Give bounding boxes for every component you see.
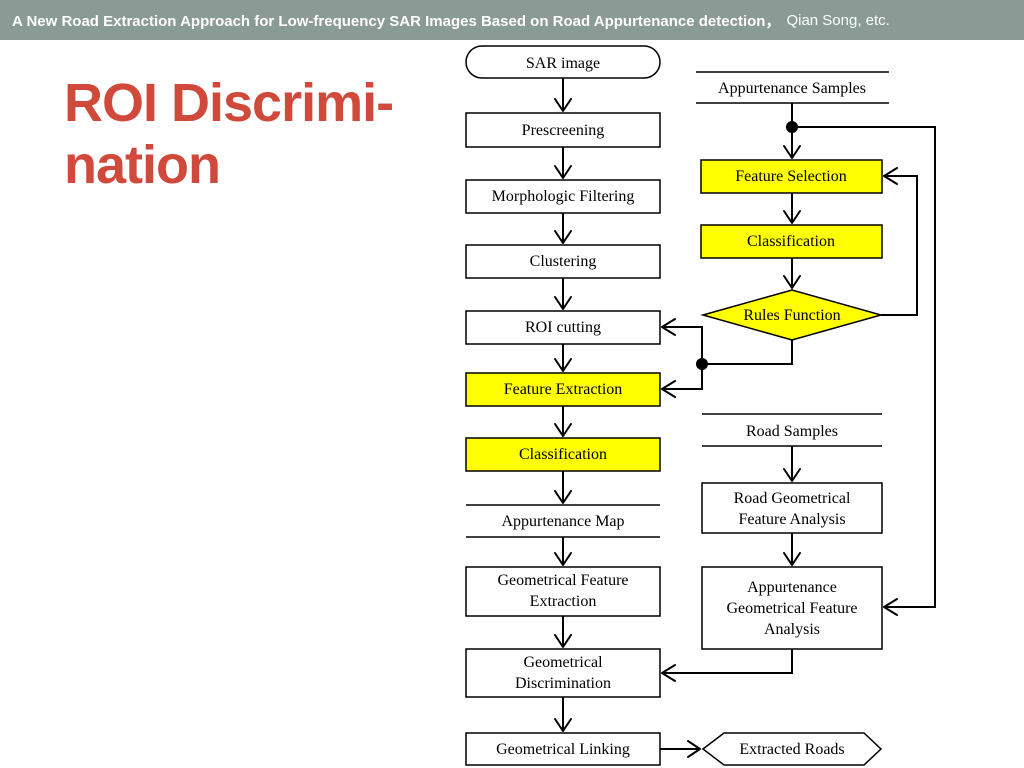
svg-text:Analysis: Analysis — [764, 621, 820, 638]
svg-text:Geometrical Feature: Geometrical Feature — [497, 572, 628, 589]
node-prescreening: Prescreening — [465, 112, 661, 148]
arrow-feature-extraction-to-classification — [554, 406, 572, 437]
svg-text:SAR image: SAR image — [526, 55, 600, 72]
node-classification-left: Classification — [465, 437, 661, 472]
connector-rules-to-left — [661, 318, 793, 398]
svg-text:Road Geometrical: Road Geometrical — [734, 490, 851, 507]
node-feature-selection: Feature Selection — [700, 159, 883, 194]
svg-text:Discrimination: Discrimination — [515, 675, 611, 692]
node-appurtenance-map: Appurtenance Map — [466, 504, 660, 538]
svg-text:Extracted Roads: Extracted Roads — [739, 741, 844, 758]
svg-text:Rules Function: Rules Function — [743, 307, 840, 324]
arrow-prescreening-to-morphologic — [554, 147, 572, 179]
arrow-roi-to-feature-extraction — [554, 344, 572, 372]
arrow-geometrical-extraction-to-discrimination — [554, 616, 572, 648]
arrow-classification-to-rules-function — [783, 258, 801, 289]
svg-text:Prescreening: Prescreening — [522, 122, 605, 139]
node-geometrical-feature-extraction: Geometrical Feature Extraction — [465, 566, 661, 617]
header-bar: A New Road Extraction Approach for Low-f… — [0, 0, 1024, 40]
presentation-title: A New Road Extraction Approach for Low-f… — [12, 12, 781, 30]
svg-text:Extraction: Extraction — [530, 593, 597, 610]
arrow-feature-selection-to-classification — [783, 193, 801, 224]
node-extracted-roads: Extracted Roads — [701, 732, 883, 766]
arrow-discrimination-to-linking — [554, 697, 572, 732]
svg-text:ROI cutting: ROI cutting — [525, 319, 601, 336]
node-appurtenance-geometrical-feature-analysis: Appurtenance Geometrical Feature Analysi… — [701, 566, 883, 650]
svg-text:Road Samples: Road Samples — [746, 423, 838, 440]
node-roi-cutting: ROI cutting — [465, 310, 661, 345]
slide-title-line-1: ROI Discrimi- — [64, 73, 394, 133]
node-road-geometrical-feature-analysis: Road Geometrical Feature Analysis — [701, 482, 883, 534]
arrow-classification-to-appurtenance-map — [554, 471, 572, 504]
arrow-road-analysis-to-appurtenance-analysis — [783, 533, 801, 566]
svg-text:Classification: Classification — [747, 233, 835, 250]
node-rules-function: Rules Function — [700, 289, 884, 341]
svg-text:Appurtenance: Appurtenance — [747, 579, 837, 596]
connector-rules-feedback-to-feature-selection — [881, 167, 918, 316]
svg-text:Appurtenance Samples: Appurtenance Samples — [718, 80, 866, 97]
svg-text:Feature Selection: Feature Selection — [735, 168, 847, 185]
slide-title-line-2: nation — [64, 135, 221, 195]
arrow-sar-to-prescreening — [554, 78, 572, 112]
node-road-samples: Road Samples — [702, 413, 882, 447]
svg-text:Geometrical: Geometrical — [523, 654, 603, 671]
svg-text:Classification: Classification — [519, 446, 607, 463]
node-appurtenance-samples: Appurtenance Samples — [696, 71, 889, 104]
svg-text:Feature Extraction: Feature Extraction — [504, 381, 623, 398]
svg-text:Geometrical Linking: Geometrical Linking — [496, 741, 630, 758]
arrow-morphologic-to-clustering — [554, 213, 572, 244]
node-feature-extraction: Feature Extraction — [465, 372, 661, 407]
node-geometrical-linking: Geometrical Linking — [465, 732, 661, 766]
slide-title: ROI Discrimi- nation — [64, 72, 444, 196]
node-geometrical-discrimination: Geometrical Discrimination — [465, 648, 661, 698]
arrow-appurtenance-map-to-geometrical-extraction — [554, 537, 572, 566]
svg-text:Morphologic Filtering: Morphologic Filtering — [492, 188, 635, 205]
connector-appurtenance-analysis-to-discrimination — [661, 649, 793, 682]
svg-text:Clustering: Clustering — [530, 253, 597, 270]
arrow-linking-to-extracted-roads — [660, 740, 701, 758]
svg-text:Feature Analysis: Feature Analysis — [738, 511, 845, 528]
svg-text:Appurtenance Map: Appurtenance Map — [501, 513, 624, 530]
arrow-road-samples-to-road-analysis — [783, 446, 801, 482]
node-morphologic-filtering: Morphologic Filtering — [465, 179, 661, 214]
node-clustering: Clustering — [465, 244, 661, 279]
connector-samples-to-appurtenance-analysis — [786, 121, 936, 616]
authors: Qian Song, etc. — [786, 11, 890, 29]
svg-text:Geometrical Feature: Geometrical Feature — [726, 600, 857, 617]
node-classification-right: Classification — [700, 224, 883, 259]
node-sar-image: SAR image — [465, 45, 661, 79]
arrow-clustering-to-roi — [554, 278, 572, 310]
